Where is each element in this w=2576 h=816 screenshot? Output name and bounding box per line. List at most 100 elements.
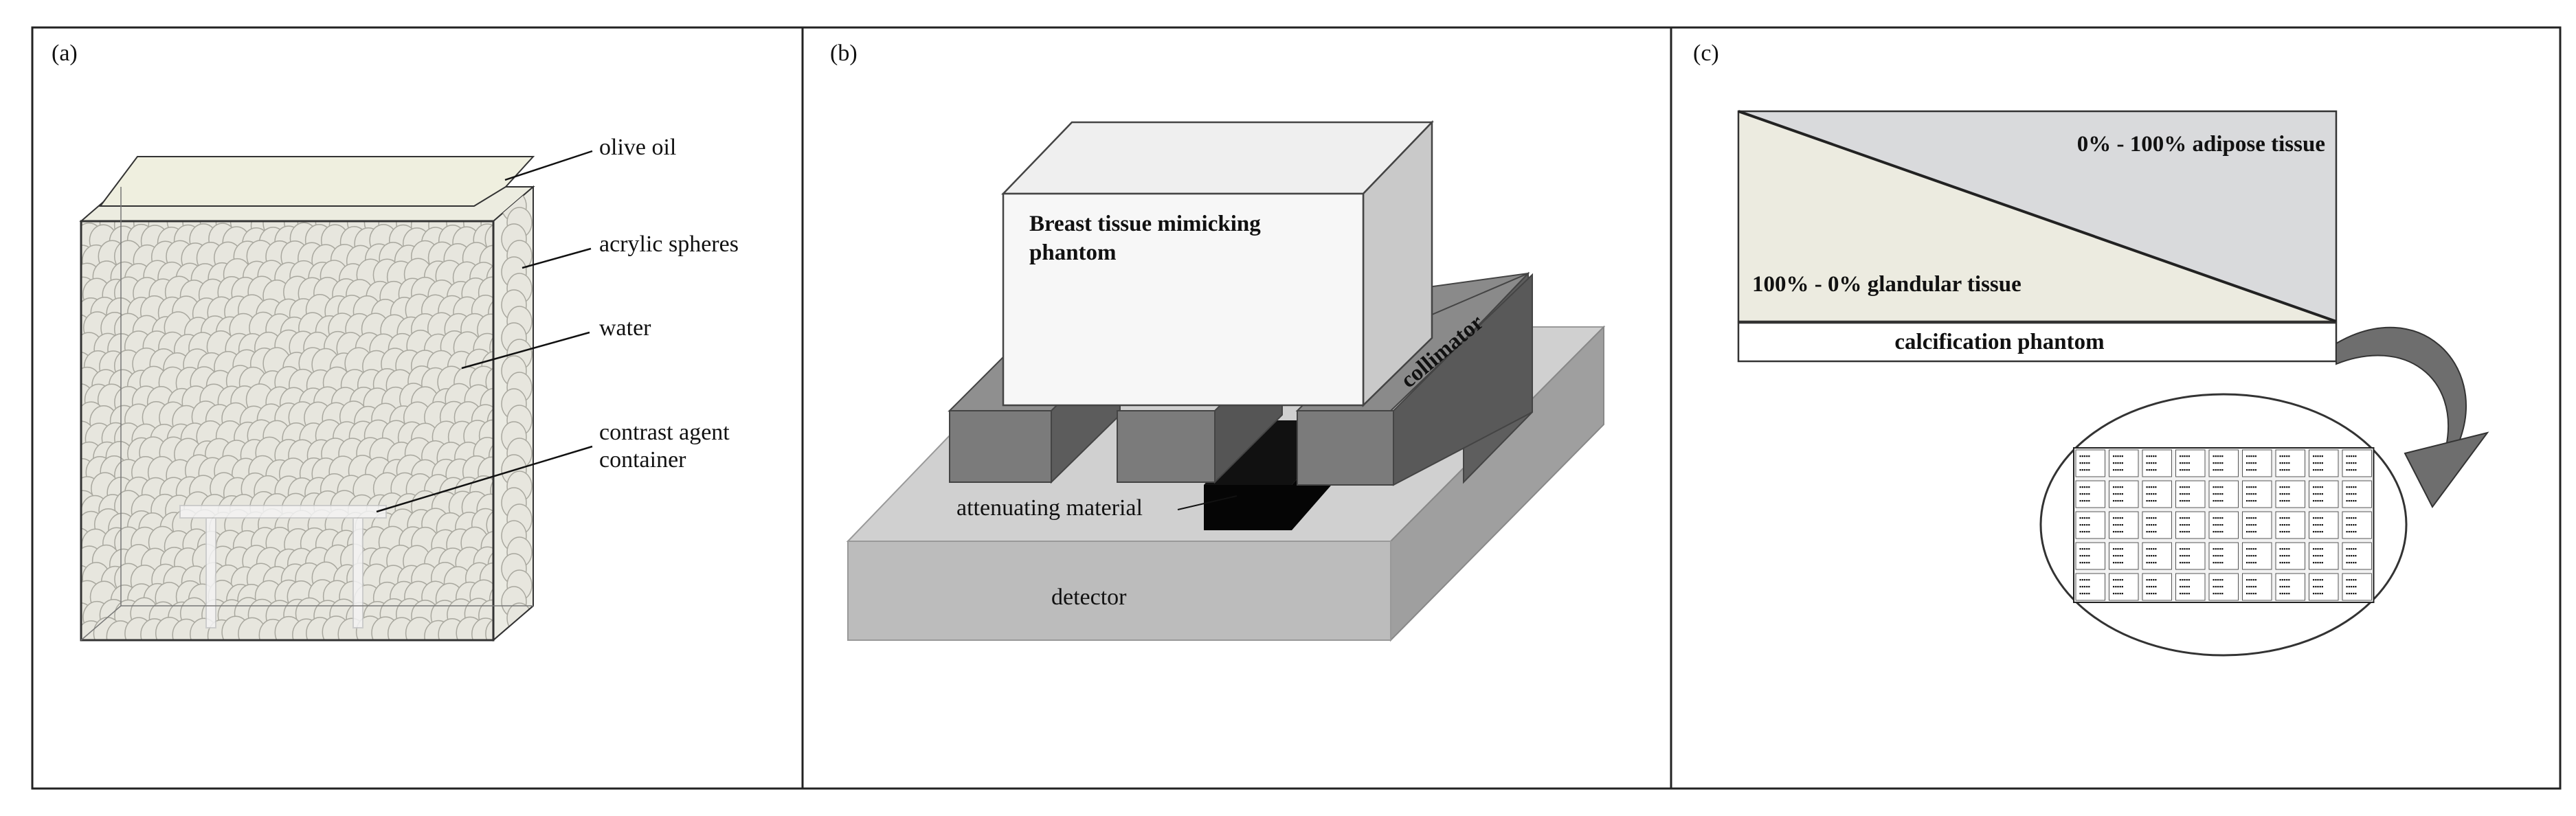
calcification-specks: ▪▪▪▪▪ <box>2113 528 2124 535</box>
calcification-specks: ▪▪▪▪▪ <box>2313 484 2324 490</box>
calcification-specks: ▪▪▪▪▪ <box>2279 528 2290 535</box>
leader-attenuating <box>1177 495 1237 510</box>
calcification-specks: ▪▪▪▪▪ <box>2180 576 2191 583</box>
calcification-specks: ▪▪▪▪▪ <box>2213 528 2224 535</box>
calcification-specks: ▪▪▪▪▪ <box>2079 559 2090 566</box>
calcification-specks: ▪▪▪▪▪ <box>2346 497 2357 504</box>
calcification-cell <box>2242 542 2272 570</box>
calcification-cell <box>2175 480 2206 508</box>
contrast-agent-container <box>179 505 387 628</box>
calcification-cell <box>2109 480 2139 508</box>
oil-slab <box>99 156 535 207</box>
calcification-cell <box>2075 511 2105 539</box>
calcification-specks: ▪▪▪▪▪ <box>2246 460 2257 466</box>
panel-c: (c) 0% - 100% adipose tissue 100% - 0% g… <box>1693 41 2489 657</box>
calcification-cell <box>2175 511 2206 539</box>
calcification-specks: ▪▪▪▪▪ <box>2279 545 2290 552</box>
calcification-specks: ▪▪▪▪▪ <box>2279 552 2290 559</box>
box-front-outline <box>80 220 495 642</box>
calcification-cell <box>2242 449 2272 477</box>
calcification-specks: ▪▪▪▪▪ <box>2313 490 2324 497</box>
calcification-specks: ▪▪▪▪▪ <box>2346 576 2357 583</box>
calcification-specks: ▪▪▪▪▪ <box>2180 453 2191 460</box>
calcification-specks: ▪▪▪▪▪ <box>2079 552 2090 559</box>
calcification-specks: ▪▪▪▪▪ <box>2279 453 2290 460</box>
leader-contrast-agent <box>376 445 593 513</box>
calcification-cell <box>2208 480 2239 508</box>
calcification-specks: ▪▪▪▪▪ <box>2146 466 2157 473</box>
calcification-specks: ▪▪▪▪▪ <box>2213 545 2224 552</box>
panel-a: (a) olive oil acryli <box>52 41 739 642</box>
calcification-cell <box>2109 449 2139 477</box>
calcification-cell <box>2309 480 2339 508</box>
calcification-specks: ▪▪▪▪▪ <box>2213 497 2224 504</box>
calcification-specks: ▪▪▪▪▪ <box>2246 576 2257 583</box>
calcification-specks: ▪▪▪▪▪ <box>2180 552 2191 559</box>
calcification-specks: ▪▪▪▪▪ <box>2246 484 2257 490</box>
calcification-specks: ▪▪▪▪▪ <box>2313 583 2324 590</box>
calcification-cell <box>2175 573 2206 601</box>
calcification-specks: ▪▪▪▪▪ <box>2180 466 2191 473</box>
calcification-specks: ▪▪▪▪▪ <box>2146 453 2157 460</box>
calcification-specks: ▪▪▪▪▪ <box>2346 460 2357 466</box>
calcification-cell <box>2075 573 2105 601</box>
calcification-cell <box>2342 480 2372 508</box>
callout-water: water <box>599 315 651 341</box>
calcification-cell <box>2309 511 2339 539</box>
calcification-specks: ▪▪▪▪▪ <box>2146 497 2157 504</box>
calcification-specks: ▪▪▪▪▪ <box>2313 514 2324 521</box>
calcification-specks: ▪▪▪▪▪ <box>2213 521 2224 528</box>
calcification-specks: ▪▪▪▪▪ <box>2346 466 2357 473</box>
calcification-specks: ▪▪▪▪▪ <box>2079 453 2090 460</box>
calcification-specks: ▪▪▪▪▪ <box>2113 583 2124 590</box>
calcification-cell <box>2142 542 2172 570</box>
calcification-specks: ▪▪▪▪▪ <box>2213 490 2224 497</box>
panel-b-label: (b) <box>830 41 858 66</box>
calcification-specks: ▪▪▪▪▪ <box>2113 545 2124 552</box>
glandular-label: 100% - 0% glandular tissue <box>1752 272 2021 297</box>
calcification-cell <box>2109 542 2139 570</box>
calcification-cell <box>2142 480 2172 508</box>
calcification-cell <box>2275 573 2305 601</box>
calcification-specks: ▪▪▪▪▪ <box>2079 490 2090 497</box>
calcification-specks: ▪▪▪▪▪ <box>2246 490 2257 497</box>
calcification-specks: ▪▪▪▪▪ <box>2246 583 2257 590</box>
calcification-cell <box>2109 573 2139 601</box>
calcification-label: calcification phantom <box>1894 330 2104 354</box>
calcification-specks: ▪▪▪▪▪ <box>2213 484 2224 490</box>
calcification-specks: ▪▪▪▪▪ <box>2246 497 2257 504</box>
calcification-specks: ▪▪▪▪▪ <box>2113 559 2124 566</box>
calcification-cell <box>2275 542 2305 570</box>
calcification-specks: ▪▪▪▪▪ <box>2313 590 2324 597</box>
calcification-cell <box>2142 573 2172 601</box>
calcification-cell <box>2075 480 2105 508</box>
calcification-specks: ▪▪▪▪▪ <box>2279 460 2290 466</box>
curved-arrow <box>2336 326 2489 508</box>
calcification-specks: ▪▪▪▪▪ <box>2313 545 2324 552</box>
calcification-specks: ▪▪▪▪▪ <box>2313 576 2324 583</box>
calcification-specks: ▪▪▪▪▪ <box>2213 576 2224 583</box>
calcification-specks: ▪▪▪▪▪ <box>2213 590 2224 597</box>
calcification-cell <box>2342 511 2372 539</box>
calcification-cell <box>2208 573 2239 601</box>
calcification-cell <box>2275 449 2305 477</box>
calcification-specks: ▪▪▪▪▪ <box>2346 453 2357 460</box>
calcification-specks: ▪▪▪▪▪ <box>2146 460 2157 466</box>
calcification-specks: ▪▪▪▪▪ <box>2180 559 2191 566</box>
calcification-specks: ▪▪▪▪▪ <box>2146 514 2157 521</box>
calcification-specks: ▪▪▪▪▪ <box>2213 552 2224 559</box>
calcification-specks: ▪▪▪▪▪ <box>2279 514 2290 521</box>
calcification-specks: ▪▪▪▪▪ <box>2246 521 2257 528</box>
panel-b: (b) collimator <box>830 41 1606 642</box>
calcification-specks: ▪▪▪▪▪ <box>2180 514 2191 521</box>
calcification-specks: ▪▪▪▪▪ <box>2279 521 2290 528</box>
calcification-specks: ▪▪▪▪▪ <box>2180 521 2191 528</box>
callout-contrast-line1: contrast agent <box>599 420 730 445</box>
calcification-specks: ▪▪▪▪▪ <box>2213 466 2224 473</box>
calcification-specks: ▪▪▪▪▪ <box>2313 521 2324 528</box>
calcification-specks: ▪▪▪▪▪ <box>2346 583 2357 590</box>
calcification-cell <box>2208 542 2239 570</box>
calcification-specks: ▪▪▪▪▪ <box>2346 528 2357 535</box>
calcification-specks: ▪▪▪▪▪ <box>2279 576 2290 583</box>
calcification-specks: ▪▪▪▪▪ <box>2146 521 2157 528</box>
